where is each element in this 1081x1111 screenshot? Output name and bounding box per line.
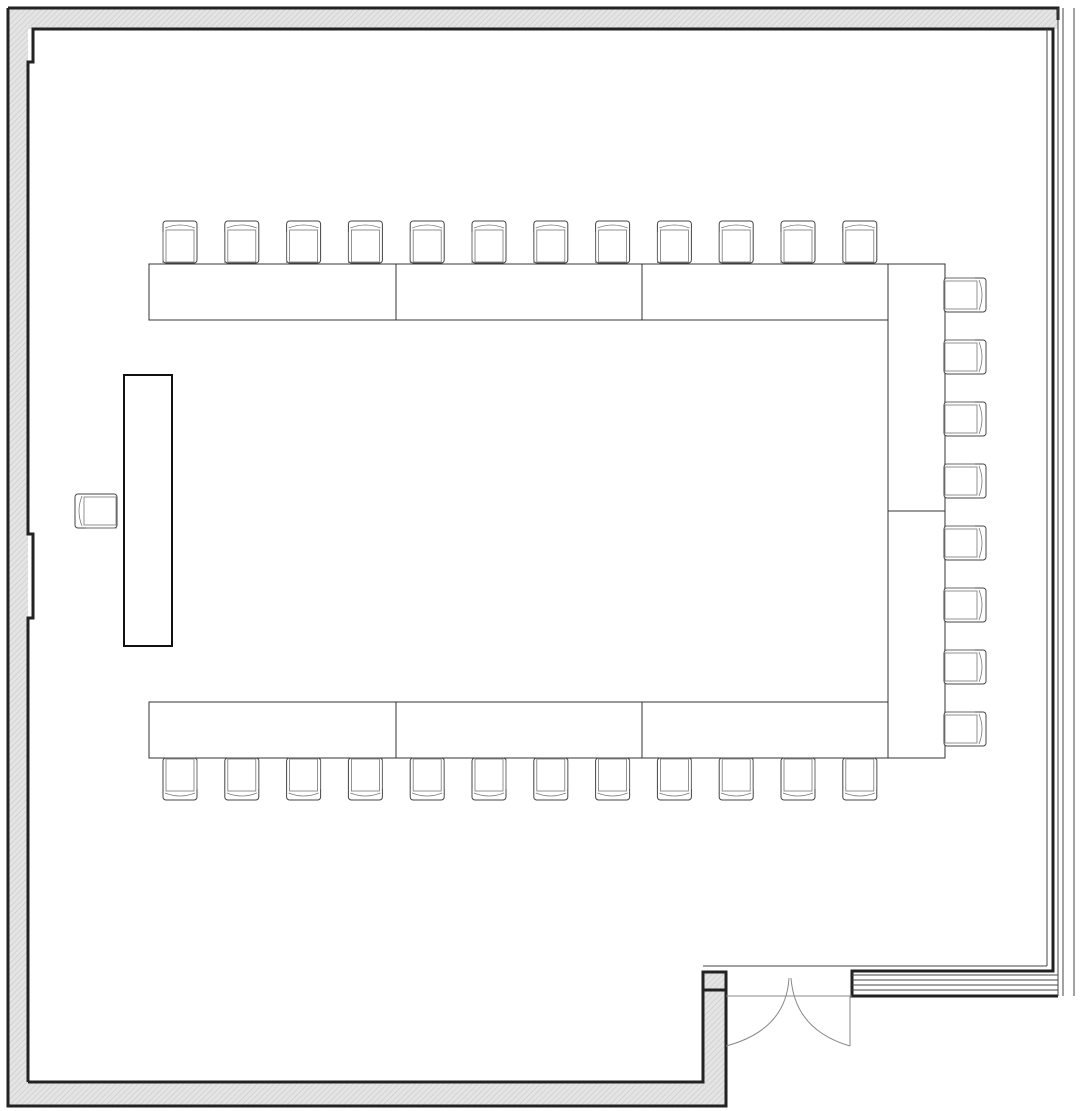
- double-door: [725, 977, 852, 1047]
- chair: [718, 757, 754, 801]
- chair: [656, 220, 692, 264]
- chair: [842, 757, 878, 801]
- bottom-table: [148, 701, 397, 759]
- bottom-table: [641, 701, 889, 759]
- chair: [842, 220, 878, 264]
- bottom-table: [395, 701, 643, 759]
- walls: [6, 6, 1075, 1108]
- head-table: [123, 374, 173, 647]
- chair: [943, 401, 987, 437]
- chair: [162, 757, 198, 801]
- chair: [347, 220, 383, 264]
- top-table: [148, 263, 397, 321]
- chair: [286, 757, 322, 801]
- chair: [780, 220, 816, 264]
- chair: [471, 757, 507, 801]
- chair: [656, 757, 692, 801]
- chair: [533, 220, 569, 264]
- side-table: [887, 263, 946, 512]
- chair: [409, 220, 445, 264]
- top-table: [395, 263, 643, 321]
- chair: [943, 711, 987, 747]
- chair: [943, 587, 987, 623]
- chair: [943, 463, 987, 499]
- chair: [780, 757, 816, 801]
- chair: [409, 757, 445, 801]
- top-table: [641, 263, 889, 321]
- chair: [943, 339, 987, 375]
- chair: [943, 277, 987, 313]
- chair: [224, 757, 260, 801]
- chair: [595, 757, 631, 801]
- chair: [224, 220, 260, 264]
- chair: [595, 220, 631, 264]
- chair: [286, 220, 322, 264]
- tables: [148, 263, 946, 759]
- side-table: [887, 510, 946, 759]
- chair: [162, 220, 198, 264]
- chair: [471, 220, 507, 264]
- chair: [718, 220, 754, 264]
- chair: [943, 649, 987, 685]
- chair: [74, 493, 118, 529]
- chair: [347, 757, 383, 801]
- chairs: [74, 220, 987, 801]
- chair: [943, 525, 987, 561]
- chair: [533, 757, 569, 801]
